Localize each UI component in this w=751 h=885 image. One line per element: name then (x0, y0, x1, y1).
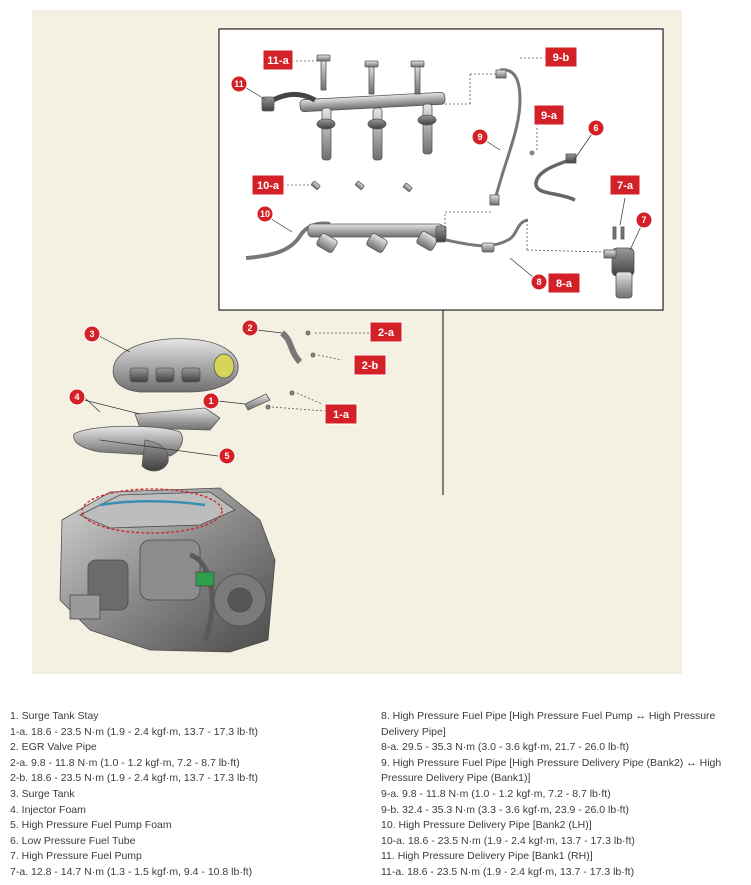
callout-tag-11a: 11-a (262, 49, 294, 71)
callout-number-1: 1 (202, 392, 220, 410)
egr-valve-pipe-2 (280, 330, 316, 365)
callout-number-label: 3 (89, 329, 94, 339)
callout-tag-2a: 2-a (369, 321, 403, 343)
legend-right-column: 8. High Pressure Fuel Pipe [High Pressur… (381, 709, 746, 881)
legend-item-9: 9. High Pressure Fuel Pipe [High Pressur… (381, 756, 722, 785)
bolts-11a (316, 54, 425, 95)
legend-item-11a: 11-a. 18.6 - 23.5 N·m (1.9 - 2.4 kgf·m, … (381, 865, 635, 878)
callout-number-4: 4 (68, 388, 86, 406)
legend-item-8: 8. High Pressure Fuel Pipe [High Pressur… (381, 710, 716, 738)
callout-tag-1a: 1-a (324, 403, 358, 425)
legend-item-2a: 2-a. 9.8 - 11.8 N·m (1.0 - 1.2 kgf·m, 7.… (10, 756, 240, 769)
callout-number-label: 2 (247, 323, 252, 333)
legend-item-9b: 9-b. 32.4 - 35.3 N·m (3.3 - 3.6 kgf·m, 2… (381, 803, 630, 816)
callout-tag-8a: 8-a (547, 272, 581, 294)
surge-tank-3 (112, 338, 239, 393)
callout-tag-label: 9-a (541, 110, 558, 122)
legend-item-2b: 2-b. 18.6 - 23.5 N·m (1.9 - 2.4 kgf·m, 1… (10, 772, 259, 785)
bolts-10a (311, 180, 413, 192)
highlight-ellipse (81, 488, 223, 534)
callout-number-11: 11 (230, 75, 248, 93)
callout-number-7: 7 (635, 211, 653, 229)
legend-item-2: 2. EGR Valve Pipe (10, 741, 97, 754)
callout-number-label: 4 (74, 392, 79, 402)
callout-tag-label: 11-a (267, 55, 289, 67)
exploded-parts-diagram: 11-a 9-b 9-a 10-a 7-a 8-a 2-a 2-b 1-a 11 10 9 6 7 8 3 2 1… (32, 10, 682, 674)
callout-number-label: 11 (234, 79, 244, 89)
delivery-pipe-bank2 (245, 221, 447, 260)
callout-number-3: 3 (83, 325, 101, 343)
legend-item-10a: 10-a. 18.6 - 23.5 N·m (1.9 - 2.4 kgf·m, … (381, 834, 635, 847)
callout-tag-label: 10-a (257, 180, 280, 192)
surge-tank-stay-1 (244, 390, 295, 411)
engine-assembly (59, 487, 276, 653)
outer-pointer-lines (83, 329, 283, 457)
callout-tag-9a: 9-a (533, 104, 565, 126)
fuel-pipe-8 (445, 218, 529, 248)
pump-foam-5 (141, 439, 169, 472)
callout-number-6: 6 (587, 119, 605, 137)
callout-tag-label: 7-a (617, 180, 634, 192)
callout-tag-label: 8-a (556, 278, 573, 290)
callout-tag-label: 2-b (362, 360, 379, 372)
callout-number-5: 5 (218, 447, 236, 465)
callout-tag-label: 2-a (378, 327, 395, 339)
legend-item-3: 3. Surge Tank (10, 787, 75, 800)
callout-number-label: 10 (260, 209, 270, 219)
callout-tag-9b: 9-b (544, 46, 578, 68)
callout-tag-label: 9-b (553, 52, 570, 64)
callout-number-10: 10 (256, 205, 274, 223)
callout-number-label: 9 (477, 132, 482, 142)
callout-number-label: 8 (536, 277, 541, 287)
callout-number-label: 5 (224, 451, 229, 461)
legend-item-8a: 8-a. 29.5 - 35.3 N·m (3.0 - 3.6 kgf·m, 2… (381, 741, 630, 754)
callout-number-9: 9 (471, 128, 489, 146)
legend-item-5: 5. High Pressure Fuel Pump Foam (10, 819, 172, 832)
legend-item-10: 10. High Pressure Delivery Pipe [Bank2 (… (381, 819, 592, 832)
legend-item-6: 6. Low Pressure Fuel Tube (10, 834, 136, 847)
callout-number-label: 1 (208, 396, 213, 406)
callout-tag-7a: 7-a (609, 174, 641, 196)
legend-item-1: 1. Surge Tank Stay (10, 710, 99, 722)
fuel-pump-7 (603, 226, 635, 299)
low-pressure-tube-6 (534, 158, 576, 202)
legend-item-7a: 7-a. 12.8 - 14.7 N·m (1.3 - 1.5 kgf·m, 9… (10, 865, 253, 878)
legend-item-11: 11. High Pressure Delivery Pipe [Bank1 (… (381, 850, 593, 863)
callout-tag-label: 1-a (333, 409, 350, 421)
callout-number-8: 8 (530, 273, 548, 291)
legend-item-4: 4. Injector Foam (10, 803, 86, 816)
callout-tag-2b: 2-b (353, 354, 387, 376)
fuel-pipe-9 (493, 68, 522, 201)
callout-number-label: 6 (593, 123, 598, 133)
legend-left-column: 1. Surge Tank Stay 1-a. 18.6 - 23.5 N·m … (10, 709, 360, 881)
legend-item-7: 7. High Pressure Fuel Pump (10, 850, 142, 863)
delivery-pipe-bank1 (261, 91, 446, 161)
outer-leader-lines (271, 332, 370, 412)
legend-item-1a: 1-a. 18.6 - 23.5 N·m (1.9 - 2.4 kgf·m, 1… (10, 725, 259, 738)
callout-number-label: 7 (641, 215, 646, 225)
legend-item-9a: 9-a. 9.8 - 11.8 N·m (1.0 - 1.2 kgf·m, 7.… (381, 787, 611, 800)
callout-tag-10a: 10-a (251, 174, 285, 196)
callout-number-2: 2 (241, 319, 259, 337)
